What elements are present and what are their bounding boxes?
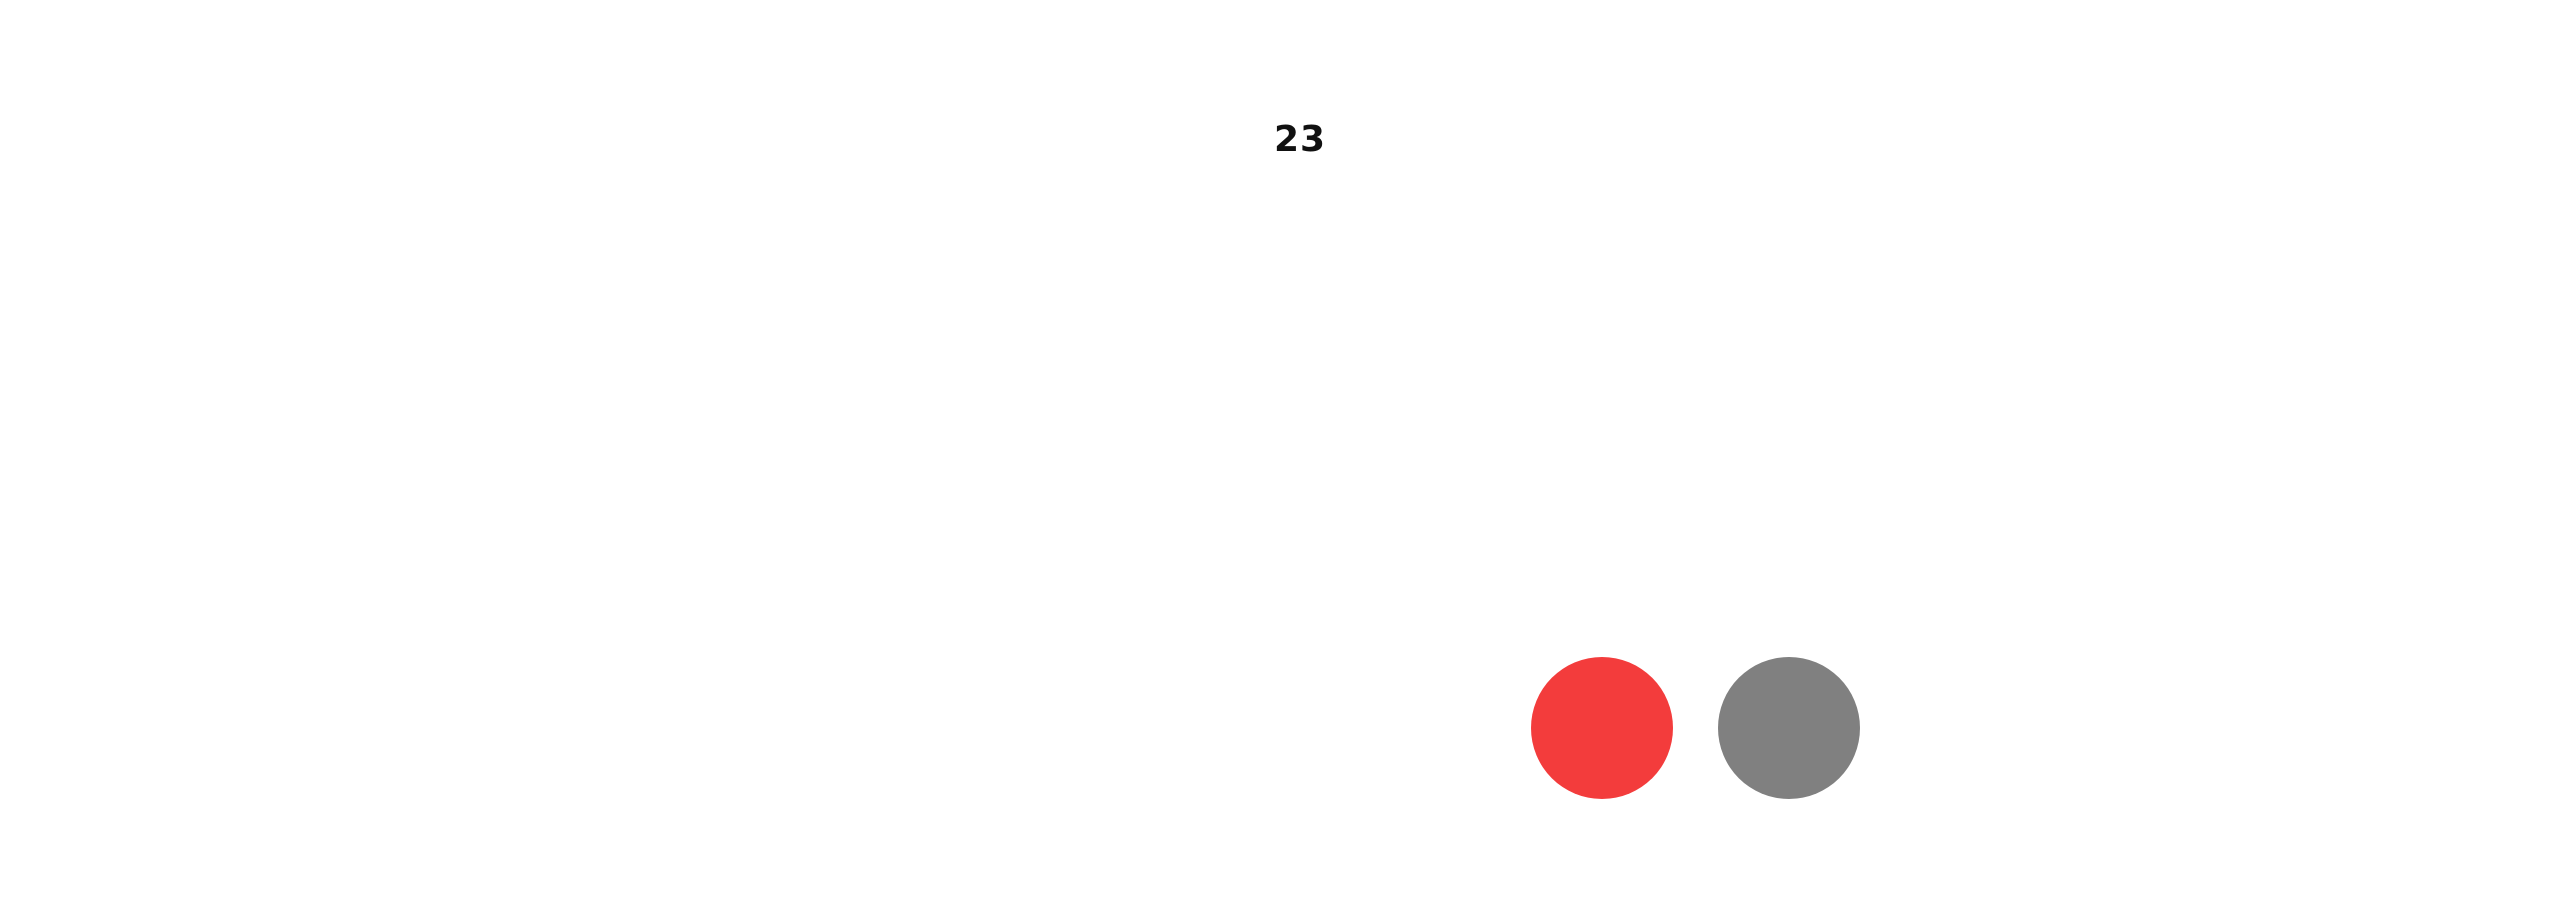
- counter-display: 23: [1273, 119, 1327, 160]
- gray-circle-button[interactable]: [1718, 657, 1860, 799]
- red-circle-button[interactable]: [1531, 657, 1673, 799]
